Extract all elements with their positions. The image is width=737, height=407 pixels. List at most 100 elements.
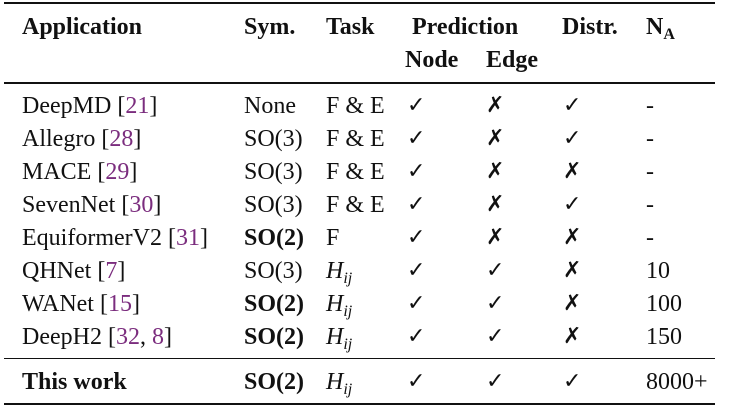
application-name-cell: SevenNet [30] [22, 190, 161, 220]
application-name-cell: Allegro [28] [22, 124, 141, 154]
citation-link: 32 [115, 324, 140, 350]
cross-icon: ✗ [563, 324, 582, 349]
cross-icon: ✗ [563, 225, 582, 250]
symmetry-cell: SO(3) [244, 126, 303, 152]
task-symbol: H [326, 291, 344, 317]
citation-link: 28 [109, 126, 134, 152]
application-name: WANet [22, 291, 94, 317]
symmetry-cell: None [244, 93, 296, 119]
task-cell: Hij [326, 367, 353, 398]
citation-bracket: [ [95, 126, 110, 152]
check-icon: ✓ [486, 258, 505, 283]
check-icon: ✓ [407, 192, 426, 217]
header-task: Task [326, 14, 375, 40]
top-rule [4, 2, 715, 4]
bottom-rule [4, 403, 715, 405]
check-icon: ✓ [486, 324, 505, 349]
cross-icon: ✗ [486, 126, 505, 151]
cross-icon: ✗ [563, 291, 582, 316]
header-symmetry: Sym. [244, 14, 296, 40]
application-name: SevenNet [22, 192, 116, 218]
application-name: Allegro [22, 126, 96, 152]
application-name: DeepMD [22, 93, 112, 119]
num-atoms-cell: - [646, 192, 654, 218]
check-icon: ✓ [407, 369, 426, 394]
num-atoms-cell: - [646, 93, 654, 119]
header-rule [4, 82, 715, 84]
cross-icon: ✗ [563, 159, 582, 184]
check-icon: ✓ [563, 192, 582, 217]
task-symbol: H [326, 258, 344, 284]
citation-bracket: [ [161, 225, 176, 251]
cross-icon: ✗ [486, 93, 505, 118]
citation-bracket: [ [91, 258, 106, 284]
check-icon: ✓ [563, 126, 582, 151]
citation-link: 29 [105, 159, 130, 185]
symmetry-cell: SO(2) [244, 369, 304, 395]
application-name: DeepH2 [22, 324, 102, 350]
citation-bracket: [ [111, 93, 126, 119]
citation-link: 7 [105, 258, 118, 284]
check-icon: ✓ [407, 93, 426, 118]
citation-bracket: ] [129, 159, 138, 185]
citation-bracket: ] [133, 126, 142, 152]
citation-bracket: [ [101, 324, 116, 350]
application-name: MACE [22, 159, 92, 185]
application-name-cell: This work [22, 367, 127, 397]
task-cell: F & E [326, 159, 385, 185]
symmetry-cell: SO(2) [244, 324, 304, 350]
check-icon: ✓ [407, 324, 426, 349]
application-name-cell: DeepMD [21] [22, 91, 157, 121]
citation-bracket: ] [163, 324, 172, 350]
citation-link: 15 [107, 291, 132, 317]
check-icon: ✓ [407, 126, 426, 151]
citation-bracket: [ [93, 291, 108, 317]
citation-bracket: ] [153, 192, 162, 218]
symmetry-cell: SO(3) [244, 159, 303, 185]
application-name: EquiformerV2 [22, 225, 162, 251]
check-icon: ✓ [407, 291, 426, 316]
symmetry-cell: SO(3) [244, 258, 303, 284]
task-cell: Hij [326, 322, 352, 353]
citation-bracket: [ [115, 192, 130, 218]
check-icon: ✓ [486, 369, 505, 394]
citation-bracket: ] [199, 225, 208, 251]
citation-bracket: ] [117, 258, 126, 284]
application-name: This work [22, 369, 127, 395]
num-atoms-cell: 10 [646, 258, 670, 284]
application-name-cell: EquiformerV2 [31] [22, 223, 208, 253]
header-distributed: Distr. [562, 14, 618, 40]
header-prediction: Prediction [412, 14, 519, 40]
task-subscript: ij [343, 381, 353, 398]
application-name-cell: QHNet [7] [22, 256, 125, 286]
application-name-cell: DeepH2 [32, 8] [22, 322, 172, 352]
header-node: Node [405, 47, 459, 73]
application-name-cell: WANet [15] [22, 289, 140, 319]
header-num-atoms: NA [646, 12, 675, 43]
header-na-main: N [646, 14, 664, 40]
citation-bracket: ] [131, 291, 140, 317]
task-cell: F & E [326, 126, 385, 152]
citation-link: 30 [129, 192, 154, 218]
symmetry-cell: SO(2) [244, 291, 304, 317]
check-icon: ✓ [486, 291, 505, 316]
citation-link: 31 [175, 225, 200, 251]
check-icon: ✓ [563, 93, 582, 118]
citation-link: 8 [151, 324, 164, 350]
check-icon: ✓ [407, 159, 426, 184]
citation-bracket: [ [91, 159, 106, 185]
task-cell: Hij [326, 256, 353, 287]
task-symbol: H [326, 369, 344, 395]
task-cell: F & E [326, 93, 385, 119]
task-symbol: H [326, 324, 344, 350]
header-edge: Edge [486, 47, 539, 73]
check-icon: ✓ [563, 369, 582, 394]
header-application: Application [22, 14, 143, 40]
num-atoms-cell: 150 [646, 324, 682, 350]
cross-icon: ✗ [486, 159, 505, 184]
check-icon: ✓ [407, 258, 426, 283]
task-subscript: ij [343, 270, 353, 287]
application-name-cell: MACE [29] [22, 157, 137, 187]
cross-icon: ✗ [486, 225, 505, 250]
num-atoms-cell: 8000+ [646, 369, 708, 395]
